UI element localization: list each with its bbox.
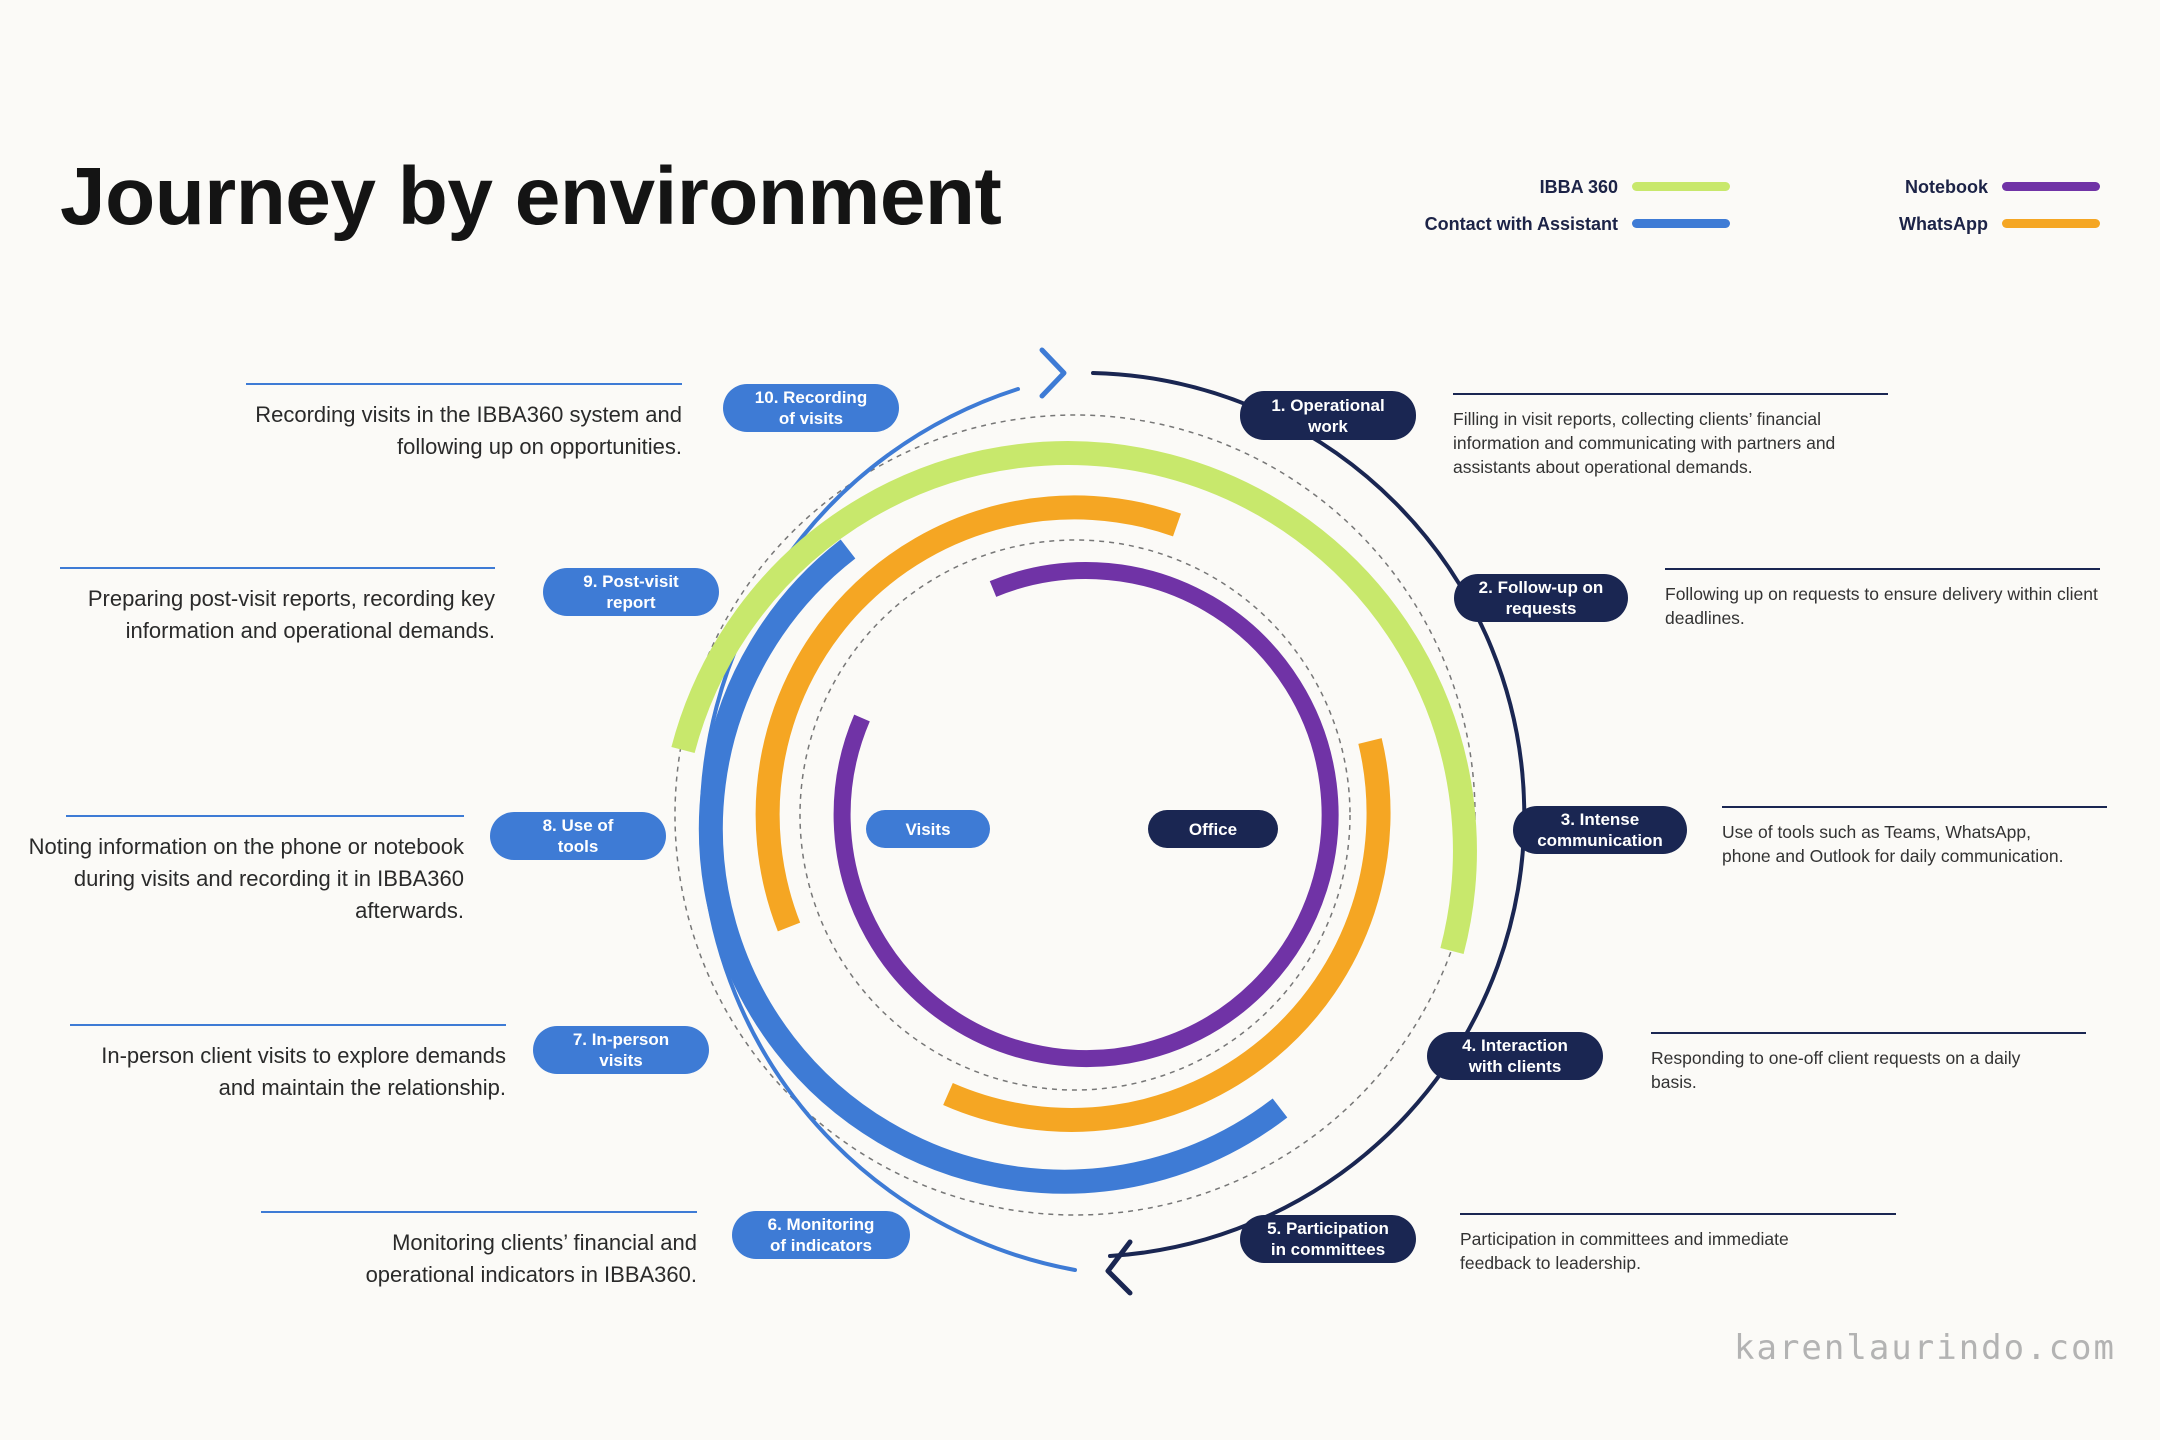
legend-notebook: Notebook — [1850, 172, 2100, 202]
step-pill-line: 8. Use of — [542, 816, 614, 835]
step-pill-line: with clients — [1468, 1057, 1562, 1076]
step-pill-line: 3. Intense — [1560, 810, 1640, 829]
legend-contact-with-assistant: Contact with Assistant — [1380, 209, 1730, 239]
step-pill-line: report — [606, 593, 656, 612]
arrow-head-bottom-icon — [1105, 1239, 1133, 1296]
step-pill-2: 2. Follow-up on requests — [1454, 574, 1628, 622]
step-description-4: Responding to one-off client requests on… — [1651, 1032, 2086, 1094]
author-credit: karenlaurindo.com — [1734, 1328, 2116, 1368]
description-divider — [1651, 1032, 2086, 1034]
step-description-2: Following up on requests to ensure deliv… — [1665, 568, 2100, 630]
legend-ibba360: IBBA 360 — [1480, 172, 1730, 202]
step-description-10: Recording visits in the IBBA360 system a… — [246, 383, 682, 463]
inner-dashed-guide — [799, 539, 1351, 1091]
legend-label: Contact with Assistant — [1424, 214, 1618, 234]
page-title: Journey by environment — [60, 151, 1002, 242]
description-text: Participation in committees and immediat… — [1460, 1229, 1789, 1273]
step-pill-3: 3. Intense communication — [1513, 806, 1687, 854]
step-pill-8: 8. Use of tools — [490, 812, 666, 860]
description-text: Monitoring clients’ financial and operat… — [365, 1230, 697, 1287]
center-label-text: Office — [1188, 819, 1238, 839]
step-description-6: Monitoring clients’ financial and operat… — [261, 1211, 697, 1291]
description-text: Following up on requests to ensure deliv… — [1665, 584, 2098, 628]
legend-swatch — [1632, 182, 1730, 191]
description-text: Responding to one-off client requests on… — [1651, 1048, 2021, 1092]
step-description-1: Filling in visit reports, collecting cli… — [1453, 393, 1888, 479]
description-divider — [1665, 568, 2100, 570]
step-pill-line: 6. Monitoring — [767, 1215, 875, 1234]
description-text: Use of tools such as Teams, WhatsApp, ph… — [1722, 822, 2064, 866]
step-description-7: In-person client visits to explore deman… — [70, 1024, 506, 1104]
step-pill-10: 10. Recording of visits — [723, 384, 899, 432]
step-description-8: Noting information on the phone or noteb… — [26, 815, 464, 927]
description-divider — [60, 567, 495, 569]
description-divider — [246, 383, 682, 385]
step-pill-line: 4. Interaction — [1462, 1036, 1568, 1055]
description-divider — [1453, 393, 1888, 395]
description-divider — [261, 1211, 697, 1213]
legend-label: WhatsApp — [1899, 214, 1988, 234]
description-text: Recording visits in the IBBA360 system a… — [255, 402, 682, 459]
center-label-text: Visits — [905, 819, 951, 839]
description-text: In-person client visits to explore deman… — [101, 1043, 506, 1100]
description-divider — [66, 815, 464, 817]
step-pill-line: tools — [557, 837, 599, 856]
step-pill-line: communication — [1537, 831, 1663, 850]
legend-swatch — [2002, 219, 2100, 228]
step-description-3: Use of tools such as Teams, WhatsApp, ph… — [1722, 806, 2107, 868]
step-pill-7: 7. In-person visits — [533, 1026, 709, 1074]
step-pill-9: 9. Post-visit report — [543, 568, 719, 616]
description-text: Preparing post-visit reports, recording … — [87, 586, 495, 643]
whatsapp-ring-left — [755, 495, 1181, 932]
description-text: Noting information on the phone or noteb… — [28, 834, 464, 923]
step-pill-line: in committees — [1270, 1240, 1386, 1259]
step-pill-line: 9. Post-visit — [583, 572, 679, 591]
step-pill-line: 10. Recording — [754, 388, 868, 407]
step-pill-line: 7. In-person — [572, 1030, 670, 1049]
step-pill-line: work — [1308, 416, 1348, 436]
center-label-office: Office — [1148, 810, 1278, 848]
step-pill-line: of indicators — [769, 1236, 872, 1255]
step-pill-line: visits — [599, 1051, 643, 1070]
ibba360-ring — [671, 441, 1477, 955]
legend-label: Notebook — [1905, 177, 1988, 197]
step-pill-line: 2. Follow-up on — [1478, 578, 1604, 597]
outer-dashed-guide — [674, 414, 1476, 1216]
step-pill-line: requests — [1505, 599, 1577, 618]
step-pill-line: 5. Participation — [1267, 1219, 1389, 1238]
contact-with-assistant-ring — [698, 539, 1288, 1194]
legend-swatch — [2002, 182, 2100, 191]
legend-whatsapp: WhatsApp — [1850, 209, 2100, 239]
step-pill-line: 1. Operational — [1271, 395, 1385, 415]
legend-swatch — [1632, 219, 1730, 228]
step-description-5: Participation in committees and immediat… — [1460, 1213, 1896, 1275]
legend-label: IBBA 360 — [1539, 177, 1618, 197]
step-pill-line: of visits — [778, 409, 844, 428]
whatsapp-ring-right — [943, 738, 1391, 1132]
step-pill-4: 4. Interaction with clients — [1427, 1032, 1603, 1080]
description-text: Filling in visit reports, collecting cli… — [1453, 409, 1836, 477]
description-divider — [1460, 1213, 1896, 1215]
step-pill-6: 6. Monitoring of indicators — [732, 1211, 910, 1259]
step-pill-5: 5. Participation in committees — [1240, 1215, 1416, 1263]
notebook-ring — [833, 562, 1339, 1068]
description-divider — [1722, 806, 2107, 808]
arrow-head-top-icon — [1039, 347, 1067, 399]
description-divider — [70, 1024, 506, 1026]
step-description-9: Preparing post-visit reports, recording … — [60, 567, 495, 647]
center-label-visits: Visits — [866, 810, 990, 848]
